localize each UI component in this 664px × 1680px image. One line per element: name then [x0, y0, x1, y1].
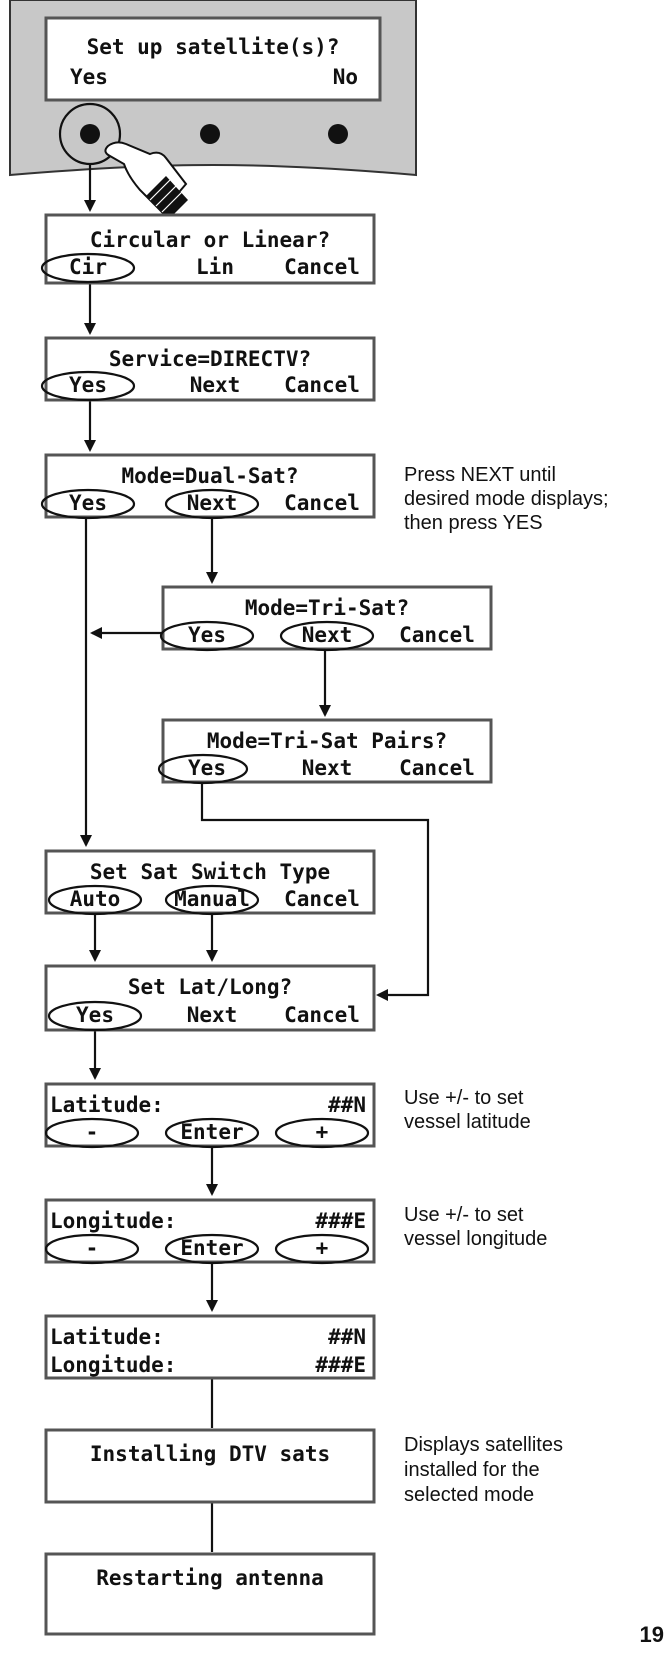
option-manual[interactable]: Manual [174, 887, 250, 911]
oval-minus [44, 1117, 140, 1149]
selection-oval-next [279, 620, 375, 652]
screen-title: Circular or Linear? [90, 228, 330, 252]
pointing-hand-icon [104, 141, 188, 220]
svg-text:desired mode displays;: desired mode displays; [404, 488, 609, 510]
selection-oval [47, 1000, 143, 1032]
option-next[interactable]: Next [190, 373, 241, 397]
svg-text:then press YES: then press YES [404, 512, 543, 534]
screen-title: Set Sat Switch Type [90, 860, 330, 884]
screen-title: Mode=Tri-Sat Pairs? [207, 729, 447, 753]
svg-text:Displays satellites: Displays satellites [404, 1434, 563, 1456]
note-installing: Displays satellites installed for the se… [404, 1434, 563, 1506]
oval-enter [164, 1117, 260, 1149]
svg-text:vessel latitude: vessel latitude [404, 1111, 531, 1133]
option-cancel[interactable]: Cancel [284, 887, 360, 911]
panel-yes-label: Yes [70, 65, 108, 89]
screen-restarting: Restarting antenna [44, 1552, 376, 1636]
screen-title: Mode=Dual-Sat? [121, 464, 298, 488]
option-cir[interactable]: Cir [69, 255, 107, 279]
screen-title: Restarting antenna [96, 1566, 324, 1590]
panel-prompt: Set up satellite(s)? [87, 35, 340, 59]
latitude-label: Latitude: [50, 1093, 164, 1117]
option-next[interactable]: Next [302, 756, 353, 780]
note-latitude: Use +/- to set vessel latitude [404, 1087, 531, 1133]
screen-latitude: Latitude: ##N - Enter + [44, 1082, 376, 1149]
note-longitude: Use +/- to set vessel longitude [404, 1204, 547, 1250]
option-cancel[interactable]: Cancel [284, 491, 360, 515]
panel-button-middle[interactable] [200, 124, 220, 144]
option-yes[interactable]: Yes [76, 1003, 114, 1027]
svg-text:Press NEXT until: Press NEXT until [404, 464, 556, 486]
longitude-label: Longitude: [50, 1209, 176, 1233]
selection-oval-yes [159, 620, 255, 652]
summary-long-label: Longitude: [50, 1353, 176, 1377]
svg-text:installed for the: installed for the [404, 1459, 540, 1481]
option-next[interactable]: Next [302, 623, 353, 647]
option-cancel[interactable]: Cancel [284, 255, 360, 279]
svg-text:Use +/- to set: Use +/- to set [404, 1204, 524, 1226]
summary-lat-label: Latitude: [50, 1325, 164, 1349]
panel-display [44, 16, 382, 102]
option-enter[interactable]: Enter [180, 1236, 243, 1260]
latitude-value: ##N [328, 1093, 366, 1117]
option-cancel[interactable]: Cancel [284, 1003, 360, 1027]
svg-text:selected mode: selected mode [404, 1484, 534, 1506]
option-cancel[interactable]: Cancel [284, 373, 360, 397]
option-auto[interactable]: Auto [70, 887, 121, 911]
page-number: 19 [640, 1622, 664, 1647]
oval-plus [274, 1233, 370, 1265]
option-next[interactable]: Next [187, 491, 238, 515]
screen-mode-tri-sat-pairs: Mode=Tri-Sat Pairs? Yes Next Cancel [157, 718, 493, 785]
selection-oval [40, 252, 136, 284]
screen-title: Set Lat/Long? [128, 975, 292, 999]
option-next[interactable]: Next [187, 1003, 238, 1027]
option-plus[interactable]: + [316, 1120, 329, 1144]
summary-lat-value: ##N [328, 1325, 366, 1349]
option-lin[interactable]: Lin [196, 255, 234, 279]
screen-title: Mode=Tri-Sat? [245, 596, 409, 620]
screen-title: Installing DTV sats [90, 1442, 330, 1466]
summary-long-value: ###E [315, 1353, 366, 1377]
screen-installing: Installing DTV sats [44, 1428, 376, 1504]
selection-oval-yes [157, 753, 249, 785]
screen-summary: Latitude: ##N Longitude: ###E [44, 1314, 376, 1380]
screen-switch-type: Set Sat Switch Type Auto Manual Cancel [44, 849, 376, 916]
option-cancel[interactable]: Cancel [399, 623, 475, 647]
panel-no-label: No [333, 65, 358, 89]
option-yes[interactable]: Yes [69, 373, 107, 397]
option-cancel[interactable]: Cancel [399, 756, 475, 780]
screen-title: Service=DIRECTV? [109, 347, 311, 371]
oval-plus [274, 1117, 370, 1149]
svg-text:vessel longitude: vessel longitude [404, 1228, 547, 1250]
oval-enter [164, 1233, 260, 1265]
oval-minus [44, 1233, 140, 1265]
selection-oval-yes [40, 488, 136, 520]
selection-oval [40, 370, 136, 402]
screen-service: Service=DIRECTV? Yes Next Cancel [40, 336, 376, 402]
svg-text:Use +/- to set: Use +/- to set [404, 1087, 524, 1109]
selection-oval-next [164, 488, 260, 520]
screen-mode-tri-sat: Mode=Tri-Sat? Yes Next Cancel [159, 585, 493, 652]
selection-oval-manual [164, 884, 260, 916]
option-enter[interactable]: Enter [180, 1120, 243, 1144]
option-minus[interactable]: - [86, 1236, 99, 1260]
option-yes[interactable]: Yes [188, 756, 226, 780]
screen-longitude: Longitude: ###E - Enter + [44, 1198, 376, 1265]
note-mode: Press NEXT until desired mode displays; … [404, 464, 609, 534]
screen-mode-dual-sat: Mode=Dual-Sat? Yes Next Cancel [40, 453, 376, 520]
connectors [80, 164, 430, 1552]
selection-oval-auto [47, 884, 143, 916]
device-panel: Set up satellite(s)? Yes No [9, 0, 417, 220]
screen-circular-linear: Circular or Linear? Cir Lin Cancel [40, 213, 376, 285]
option-minus[interactable]: - [86, 1120, 99, 1144]
panel-button-right[interactable] [328, 124, 348, 144]
longitude-value: ###E [315, 1209, 366, 1233]
panel-button-left[interactable] [80, 124, 100, 144]
screen-lat-long: Set Lat/Long? Yes Next Cancel [44, 964, 376, 1032]
option-yes[interactable]: Yes [69, 491, 107, 515]
option-yes[interactable]: Yes [188, 623, 226, 647]
option-plus[interactable]: + [316, 1236, 329, 1260]
